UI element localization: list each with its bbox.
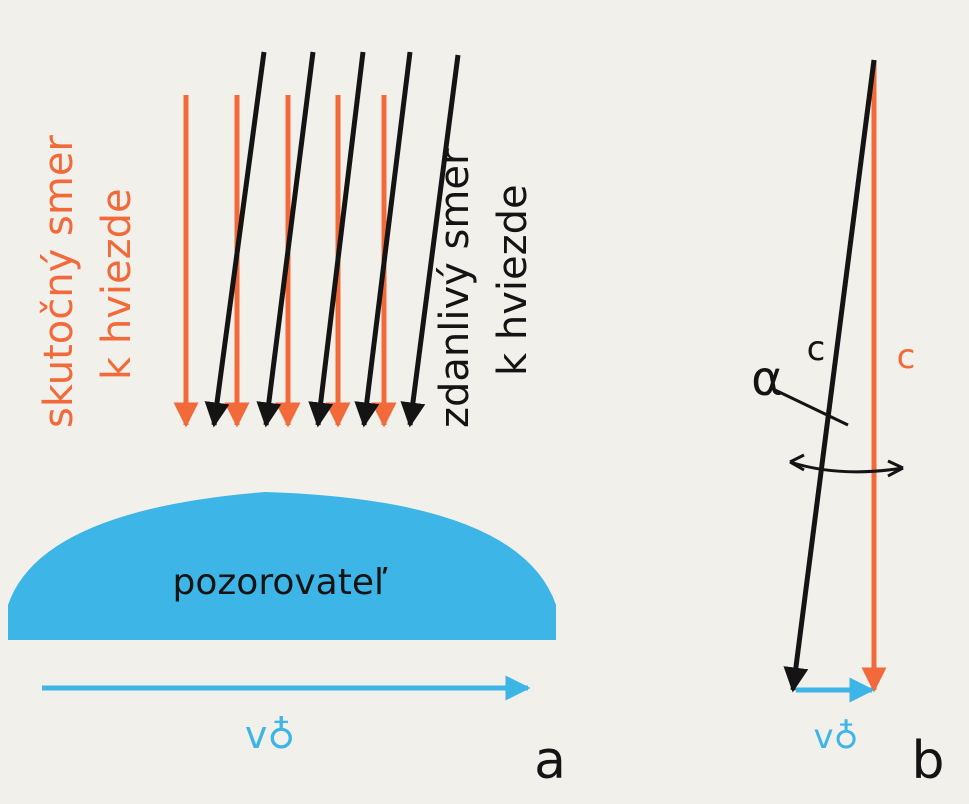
apparent-speed-vector — [783, 59, 877, 693]
apparent-direction-label: zdanlivý smer k hviezde — [432, 148, 536, 428]
apparent-direction-label-line1: zdanlivý smer — [432, 148, 478, 428]
aberration-angle-arc — [789, 460, 904, 474]
apparent-ray — [354, 51, 413, 428]
speed-label-slanted: c — [807, 329, 826, 369]
apparent-ray — [204, 51, 267, 428]
apparent-direction-rays — [204, 51, 461, 428]
panel-a: skutočný smer k hviezde zdanlivý smer k … — [8, 51, 566, 791]
apparent-ray — [308, 51, 366, 428]
velocity-label-b: v♁ — [813, 717, 858, 757]
angle-arc-tick-right — [887, 459, 904, 478]
panel-letter-a: a — [534, 731, 566, 791]
angle-leader-line — [774, 388, 849, 427]
observer-label: pozorovateľ — [173, 562, 388, 603]
panel-letter-b: b — [911, 731, 944, 791]
true-direction-label-line2: k hviezde — [94, 188, 140, 380]
angle-arc-tick-left — [789, 453, 805, 472]
observer-dome — [8, 492, 556, 640]
true-direction-label-line1: skutočný smer — [36, 135, 82, 428]
velocity-label-a: v♁ — [245, 713, 295, 757]
panel-b: α c c v♁ b — [751, 59, 945, 791]
angle-label: α — [751, 351, 783, 407]
apparent-ray — [256, 51, 316, 428]
true-direction-label: skutočný smer k hviezde — [36, 135, 140, 428]
apparent-direction-label-line2: k hviezde — [490, 184, 536, 376]
apparent-ray — [400, 54, 461, 428]
speed-label-vertical: c — [897, 337, 916, 377]
